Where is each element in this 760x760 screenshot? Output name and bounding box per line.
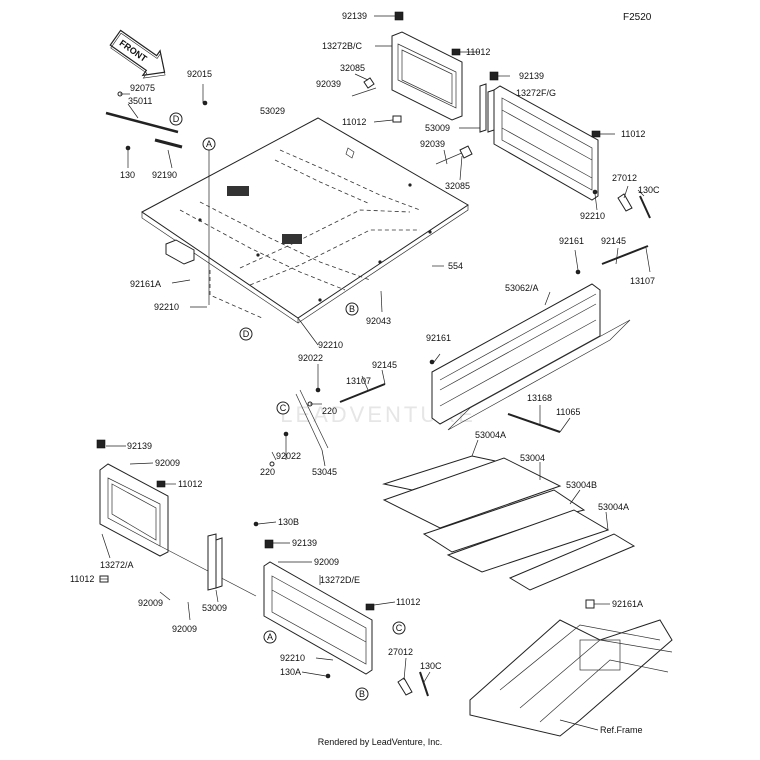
label-92161A: 92161A bbox=[130, 279, 161, 289]
label-32085: 32085 bbox=[340, 63, 365, 73]
label-92139: 92139 bbox=[342, 11, 367, 21]
label-92190: 92190 bbox=[152, 170, 177, 180]
ref-circle-D1: D bbox=[169, 112, 183, 126]
label-13272FG: 13272F/G bbox=[516, 88, 556, 98]
label-11012: 11012 bbox=[466, 47, 490, 57]
label-220: 220 bbox=[260, 467, 275, 477]
label-554: 554 bbox=[448, 261, 463, 271]
svg-text:D: D bbox=[243, 329, 250, 339]
front-arrow-icon: FRONT bbox=[109, 29, 166, 79]
label-53004A: 53004A bbox=[475, 430, 506, 440]
label-130C: 130C bbox=[638, 185, 660, 195]
cable-53045 bbox=[269, 383, 386, 467]
label-92161A: 92161A bbox=[612, 599, 643, 609]
label-53062A: 53062/A bbox=[505, 283, 539, 293]
label-13168: 13168 bbox=[527, 393, 552, 403]
side-gate-13272BC bbox=[351, 11, 463, 123]
ref-circle-A2: A bbox=[263, 630, 277, 644]
footer-credit: Rendered by LeadVenture, Inc. bbox=[317, 737, 443, 747]
label-13107: 13107 bbox=[346, 376, 371, 386]
label-92039: 92039 bbox=[316, 79, 341, 89]
label-11065: 11065 bbox=[556, 407, 580, 417]
label-92139: 92139 bbox=[127, 441, 152, 451]
label-53009: 53009 bbox=[425, 123, 450, 133]
label-92161: 92161 bbox=[426, 333, 451, 343]
svg-text:A: A bbox=[267, 632, 273, 642]
ref-circle-B2: B bbox=[355, 687, 369, 701]
ref-circle-C1: C bbox=[276, 401, 290, 415]
label-130C: 130C bbox=[420, 661, 442, 671]
label-11012: 11012 bbox=[621, 129, 645, 139]
label-92210: 92210 bbox=[580, 211, 605, 221]
svg-text:C: C bbox=[280, 403, 287, 413]
label-92009: 92009 bbox=[172, 624, 197, 634]
label-130: 130 bbox=[120, 170, 135, 180]
label-92139: 92139 bbox=[519, 71, 544, 81]
label-11012: 11012 bbox=[396, 597, 420, 607]
label-13107: 13107 bbox=[630, 276, 655, 286]
label-13272DE: 13272D/E bbox=[320, 575, 360, 585]
label-11012: 11012 bbox=[178, 479, 202, 489]
label-92009: 92009 bbox=[138, 598, 163, 608]
label-35011: 35011 bbox=[128, 96, 152, 106]
label-92145: 92145 bbox=[601, 236, 626, 246]
label-92043: 92043 bbox=[366, 316, 391, 326]
label-32085: 32085 bbox=[445, 181, 470, 191]
svg-text:B: B bbox=[359, 689, 365, 699]
label-53045: 53045 bbox=[312, 467, 337, 477]
bracket-53009-bottom bbox=[207, 533, 223, 591]
label-92145: 92145 bbox=[372, 360, 397, 370]
frame-assembly bbox=[469, 599, 673, 737]
label-27012: 27012 bbox=[388, 647, 413, 657]
label-53004: 53004 bbox=[520, 453, 545, 463]
svg-text:C: C bbox=[396, 623, 403, 633]
ref-circle-A1: A bbox=[202, 137, 216, 151]
label-92139: 92139 bbox=[292, 538, 317, 548]
label-92009: 92009 bbox=[314, 557, 339, 567]
bracket-35011 bbox=[105, 91, 208, 151]
label-130B: 130B bbox=[278, 517, 299, 527]
deck-panel-53029 bbox=[141, 117, 469, 324]
mats-53004 bbox=[382, 455, 636, 591]
label-11012: 11012 bbox=[70, 574, 94, 584]
label-92161: 92161 bbox=[559, 236, 584, 246]
label-92210: 92210 bbox=[154, 302, 179, 312]
leader-lines bbox=[100, 15, 651, 683]
label-ref-frame: Ref.Frame bbox=[600, 725, 643, 735]
label-92039: 92039 bbox=[420, 139, 445, 149]
label-130A: 130A bbox=[280, 667, 301, 677]
label-53009: 53009 bbox=[202, 603, 227, 613]
label-92015: 92015 bbox=[187, 69, 212, 79]
label-53029: 53029 bbox=[260, 106, 285, 116]
label-92075: 92075 bbox=[130, 83, 155, 93]
side-gate-13272A bbox=[96, 439, 257, 597]
svg-text:D: D bbox=[173, 114, 180, 124]
label-27012: 27012 bbox=[612, 173, 637, 183]
ref-circle-B1: B bbox=[345, 302, 359, 316]
side-gate-13272DE bbox=[253, 521, 429, 697]
ref-circle-C2: C bbox=[392, 621, 406, 635]
ref-circle-D2: D bbox=[239, 327, 253, 341]
label-13272BC: 13272B/C bbox=[322, 41, 363, 51]
label-92022: 92022 bbox=[276, 451, 301, 461]
label-92210: 92210 bbox=[280, 653, 305, 663]
bracket-53009-top bbox=[479, 83, 495, 133]
label-13272A: 13272/A bbox=[100, 560, 134, 570]
label-53004B: 53004B bbox=[566, 480, 597, 490]
label-92009: 92009 bbox=[155, 458, 180, 468]
label-92022: 92022 bbox=[298, 353, 323, 363]
svg-text:B: B bbox=[349, 304, 355, 314]
callout-labels: 92139 13272B/C 11012 32085 92039 11012 5… bbox=[70, 11, 660, 735]
label-220: 220 bbox=[322, 406, 337, 416]
label-92210: 92210 bbox=[318, 340, 343, 350]
svg-text:A: A bbox=[206, 139, 212, 149]
tailgate-53062A bbox=[429, 245, 649, 433]
label-53004A: 53004A bbox=[598, 502, 629, 512]
label-11012: 11012 bbox=[342, 117, 366, 127]
diagram-code: F2520 bbox=[623, 12, 652, 23]
